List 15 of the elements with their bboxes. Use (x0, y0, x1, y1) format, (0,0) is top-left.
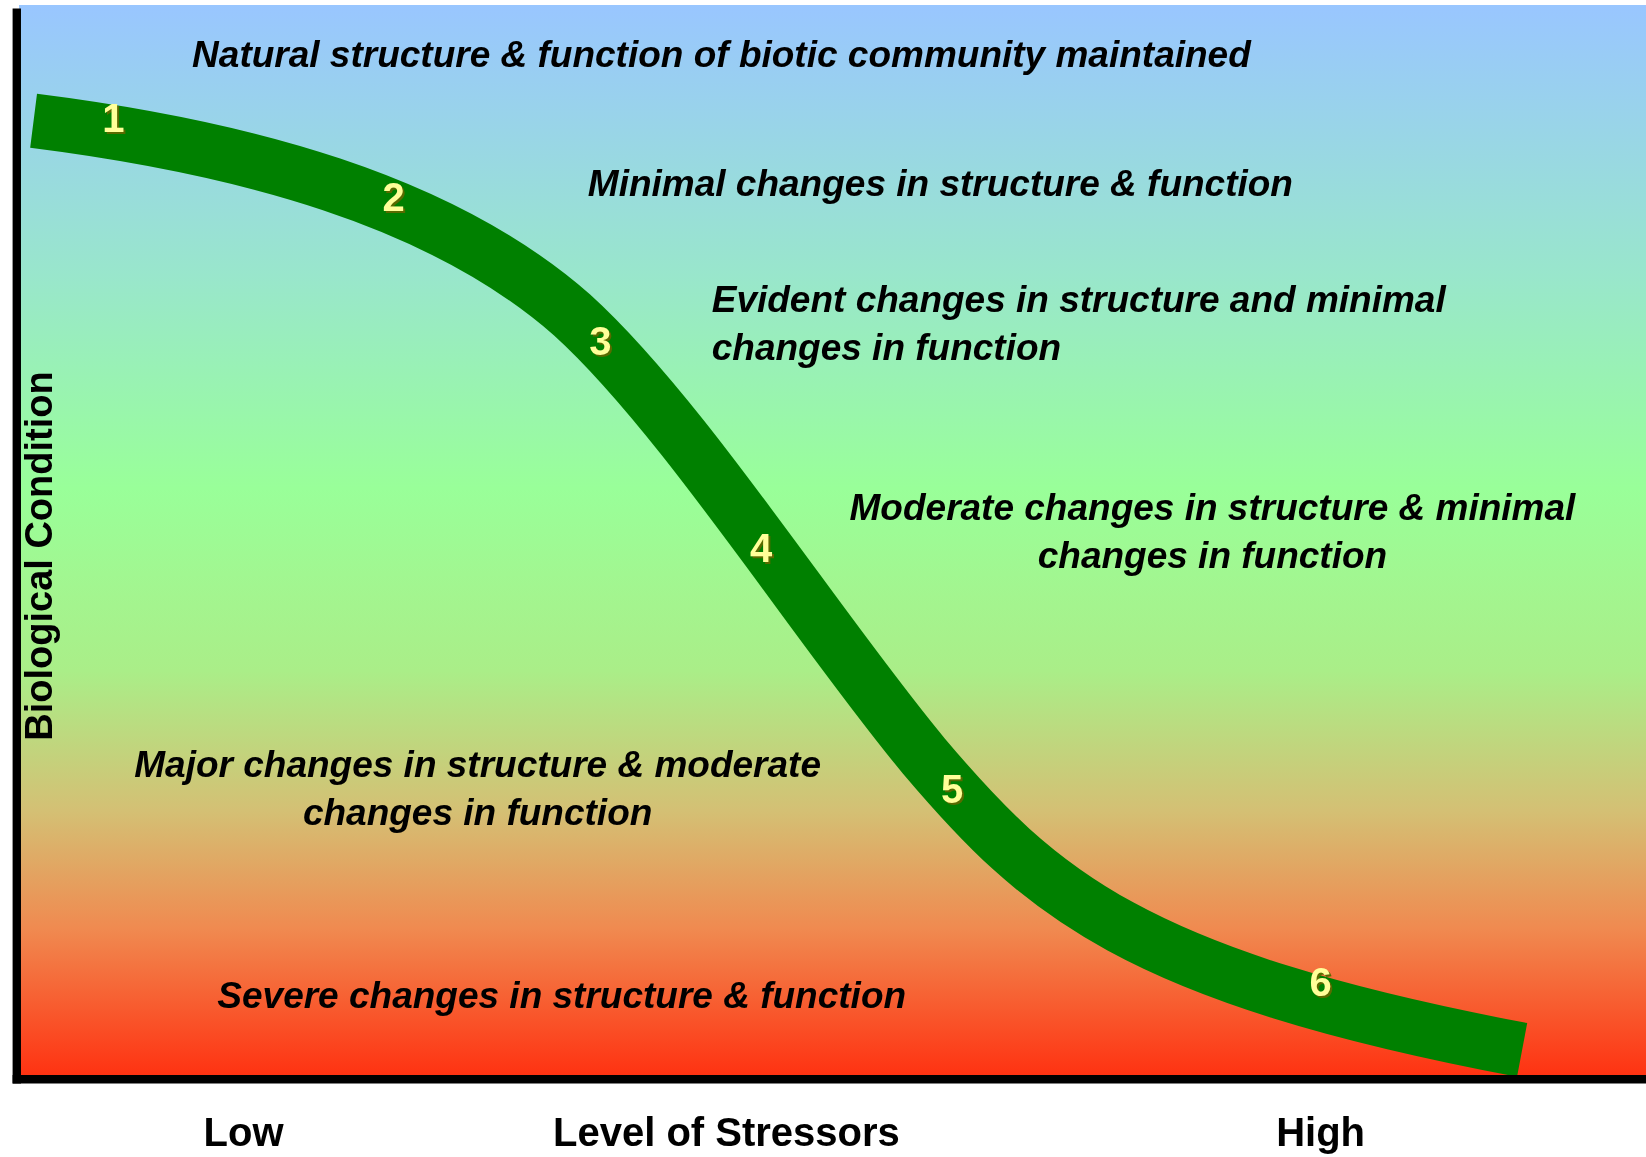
curve-point-number: 3 (589, 318, 612, 366)
curve-point-number: 1 (102, 94, 125, 142)
axis-label: Level of Stressors (553, 1108, 900, 1156)
curve-point-number: 4 (749, 524, 773, 572)
axis-label: Low (203, 1108, 284, 1156)
axis-label: High (1276, 1108, 1365, 1156)
curve-point-number: 5 (941, 766, 964, 814)
zone-description: Moderate changes in structure & minimal changes in function (848, 485, 1577, 578)
zone-description: Natural structure & function of biotic community maintained (192, 33, 1251, 78)
zone-description: Minimal changes in structure & function (587, 161, 1293, 206)
curve-point-number: 2 (382, 174, 405, 222)
zone-description: Evident changes in structure and minimal changes in function (711, 278, 1448, 371)
zone-description: Major changes in structure & moderate changes in function (133, 743, 822, 836)
axis-label: Biological Condition (17, 371, 62, 742)
zone-description: Severe changes in structure & function (217, 974, 907, 1019)
